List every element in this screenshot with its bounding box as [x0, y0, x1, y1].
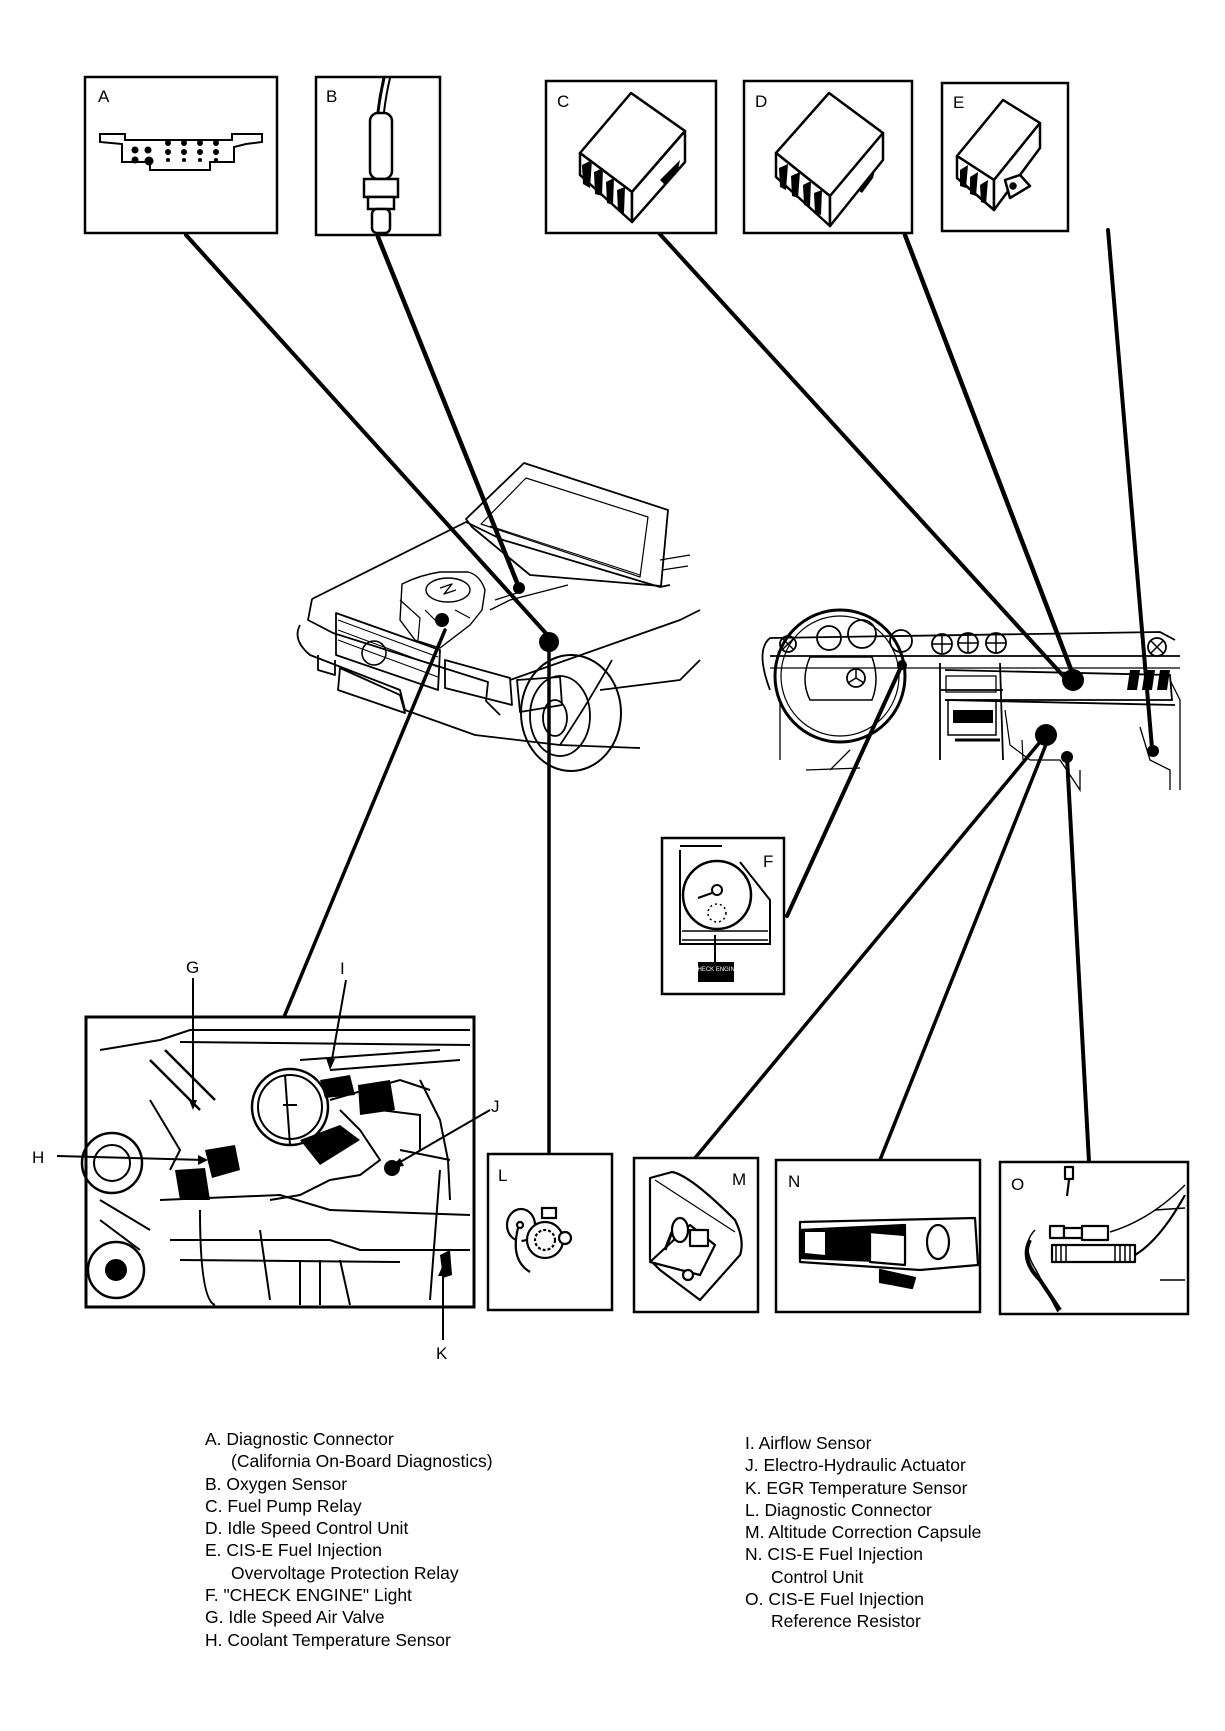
relay-box-icon [578, 91, 687, 224]
round-connector-icon [505, 1206, 573, 1273]
inset-b-oxygen-sensor: B [314, 75, 442, 237]
oxygen-sensor-icon [362, 77, 400, 235]
legend-item-o: O. CIS-E Fuel Injection [745, 1589, 924, 1610]
legend-item-l: L. Diagnostic Connector [745, 1499, 932, 1520]
callout-label-n: N [788, 1172, 800, 1191]
callout-label-l: L [498, 1166, 507, 1185]
leader-lines [184, 228, 1154, 1164]
callout-label-m: M [732, 1170, 746, 1189]
inset-f-check-engine-light: F CHECK ENGINE [660, 836, 786, 996]
instrument-cluster-icon: CHECK ENGINE [679, 845, 771, 982]
callout-label-k: K [436, 1344, 448, 1363]
car-front-illustration [296, 462, 701, 772]
engine-bay-callouts: G I J H K [32, 958, 500, 1363]
legend-item-b: B. Oxygen Sensor [205, 1473, 348, 1494]
callout-label-o: O [1011, 1175, 1024, 1194]
legend-item-a: A. Diagnostic Connector [205, 1429, 394, 1449]
legend-item-i: I. Airflow Sensor [745, 1433, 872, 1453]
relay-icon [955, 98, 1042, 212]
leader-line-o [1065, 755, 1091, 1164]
legend-item-g: G. Idle Speed Air Valve [205, 1607, 385, 1628]
check-engine-lamp-text: CHECK ENGINE [693, 967, 739, 973]
callout-label-g: G [186, 958, 199, 977]
inset-d-idle-speed-control-unit: D [742, 79, 914, 235]
marker-overvoltage-relay [1147, 745, 1159, 757]
dashboard-illustration [761, 608, 1181, 793]
inset-c-fuel-pump-relay: C [544, 79, 718, 235]
callout-label-d: D [755, 92, 767, 111]
marker-relays [1062, 669, 1084, 691]
inset-a-diagnostic-connector: A [83, 75, 279, 235]
engine-bay-illustration [80, 1015, 476, 1309]
inset-m-altitude-correction-capsule: M [632, 1156, 760, 1314]
legend-left: A. Diagnostic Connector (California On-B… [205, 1428, 493, 1651]
marker-altitude-capsule [1035, 724, 1057, 746]
resistor-connector-icon [1024, 1165, 1186, 1313]
legend-item-h: H. Coolant Temperature Sensor [205, 1629, 451, 1650]
leader-line-b [375, 234, 523, 593]
legend-item-m: M. Altitude Correction Capsule [745, 1522, 982, 1543]
legend-item-c: C. Fuel Pump Relay [205, 1495, 362, 1516]
marker-check-engine [897, 660, 907, 670]
legend-item-n: N. CIS-E Fuel Injection [745, 1544, 923, 1565]
marker-diagnostic-connector [539, 632, 559, 652]
leader-line-c [656, 230, 1069, 682]
inset-n-control-unit: N [774, 1158, 982, 1314]
callout-label-a: A [98, 87, 110, 106]
legend-right: I. Airflow Sensor J. Electro-Hydraulic A… [745, 1432, 981, 1633]
leader-line-n [878, 740, 1049, 1162]
inset-o-reference-resistor: O [998, 1160, 1190, 1316]
leader-line-d [902, 232, 1078, 683]
callout-label-e: E [953, 93, 964, 112]
legend-item-e: E. CIS-E Fuel Injection [205, 1540, 383, 1561]
leader-line-e [1106, 228, 1154, 750]
obd-connector-icon [99, 133, 263, 171]
legend-item-d: D. Idle Speed Control Unit [205, 1518, 409, 1539]
marker-engine [435, 613, 449, 627]
legend-item-j: J. Electro-Hydraulic Actuator [745, 1455, 966, 1476]
callout-label-j: J [491, 1097, 500, 1116]
callout-label-i: I [340, 959, 345, 978]
capsule-icon [648, 1170, 743, 1302]
callout-label-f: F [763, 852, 773, 871]
control-unit-box-icon [774, 91, 885, 228]
marker-oxygen-sensor [513, 582, 525, 594]
inset-l-diagnostic-connector: L [486, 1152, 614, 1312]
legend-item-a-continuation: (California On-Board Diagnostics) [231, 1451, 493, 1472]
legend-item-n-continuation: Control Unit [771, 1566, 864, 1587]
marker-reference-resistor [1061, 751, 1073, 763]
dashboard-location-markers [897, 660, 1159, 763]
car-location-markers [435, 582, 559, 652]
ecu-module-icon [798, 1216, 980, 1290]
inset-e-overvoltage-protection-relay: E [940, 81, 1070, 233]
leader-line-m [693, 740, 1042, 1160]
legend-item-e-continuation: Overvoltage Protection Relay [231, 1562, 459, 1583]
legend-item-o-continuation: Reference Resistor [771, 1611, 921, 1632]
legend-item-k: K. EGR Temperature Sensor [745, 1477, 968, 1498]
leader-line-a [184, 233, 554, 642]
callout-label-b: B [326, 87, 337, 106]
legend-item-f: F. "CHECK ENGINE" Light [205, 1585, 412, 1606]
callout-label-c: C [557, 92, 569, 111]
callout-label-h: H [32, 1148, 44, 1167]
leader-line-f [785, 665, 903, 918]
leader-line-engine-bay [282, 628, 447, 1019]
